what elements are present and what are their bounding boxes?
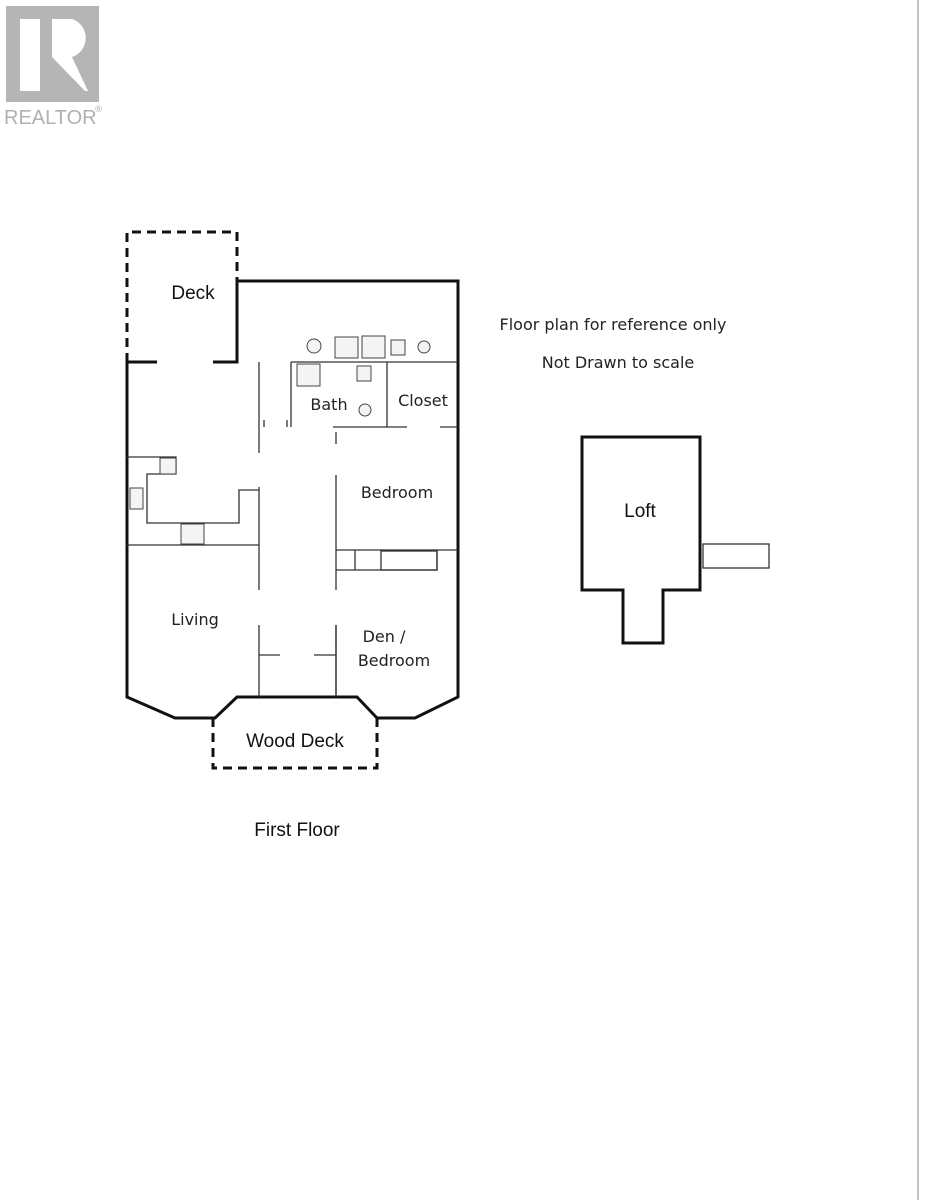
toilet-icon — [417, 340, 431, 354]
bath-sink-icon — [356, 365, 372, 382]
note-scale: Not Drawn to scale — [542, 353, 695, 372]
exterior-walls — [125, 279, 460, 720]
fixtures — [129, 335, 431, 545]
realtor-logo-text: REALTOR — [4, 107, 97, 129]
realtor-logo: REALTOR ® — [4, 6, 103, 129]
deck-wall — [127, 281, 239, 364]
bath-label: Bath — [310, 395, 347, 414]
living-label: Living — [171, 610, 219, 629]
interior-walls — [127, 361, 458, 697]
washer-icon — [334, 336, 359, 359]
sink-icon — [390, 339, 406, 356]
shower-icon — [296, 363, 321, 387]
loft-stairs — [702, 543, 770, 569]
den-label-line1: Den / — [363, 627, 406, 646]
registered-mark: ® — [94, 105, 103, 115]
note-reference: Floor plan for reference only — [500, 315, 727, 334]
fridge-icon — [159, 457, 177, 475]
stairs — [380, 550, 438, 571]
closet-label: Closet — [398, 391, 448, 410]
deck-label: Deck — [171, 283, 215, 304]
deck-outline — [125, 230, 239, 362]
water-heater-icon — [306, 338, 322, 354]
wood-deck-label: Wood Deck — [246, 731, 344, 752]
loft-label: Loft — [624, 501, 656, 522]
dryer-icon — [361, 335, 386, 359]
stove-icon — [180, 523, 205, 545]
bedroom-label: Bedroom — [361, 483, 433, 502]
floor-title: First Floor — [254, 820, 340, 841]
bath-toilet-icon — [358, 403, 372, 417]
den-label-line2: Bedroom — [358, 651, 430, 670]
loft-outline — [580, 435, 702, 645]
kitchen-sink-icon — [129, 487, 144, 510]
